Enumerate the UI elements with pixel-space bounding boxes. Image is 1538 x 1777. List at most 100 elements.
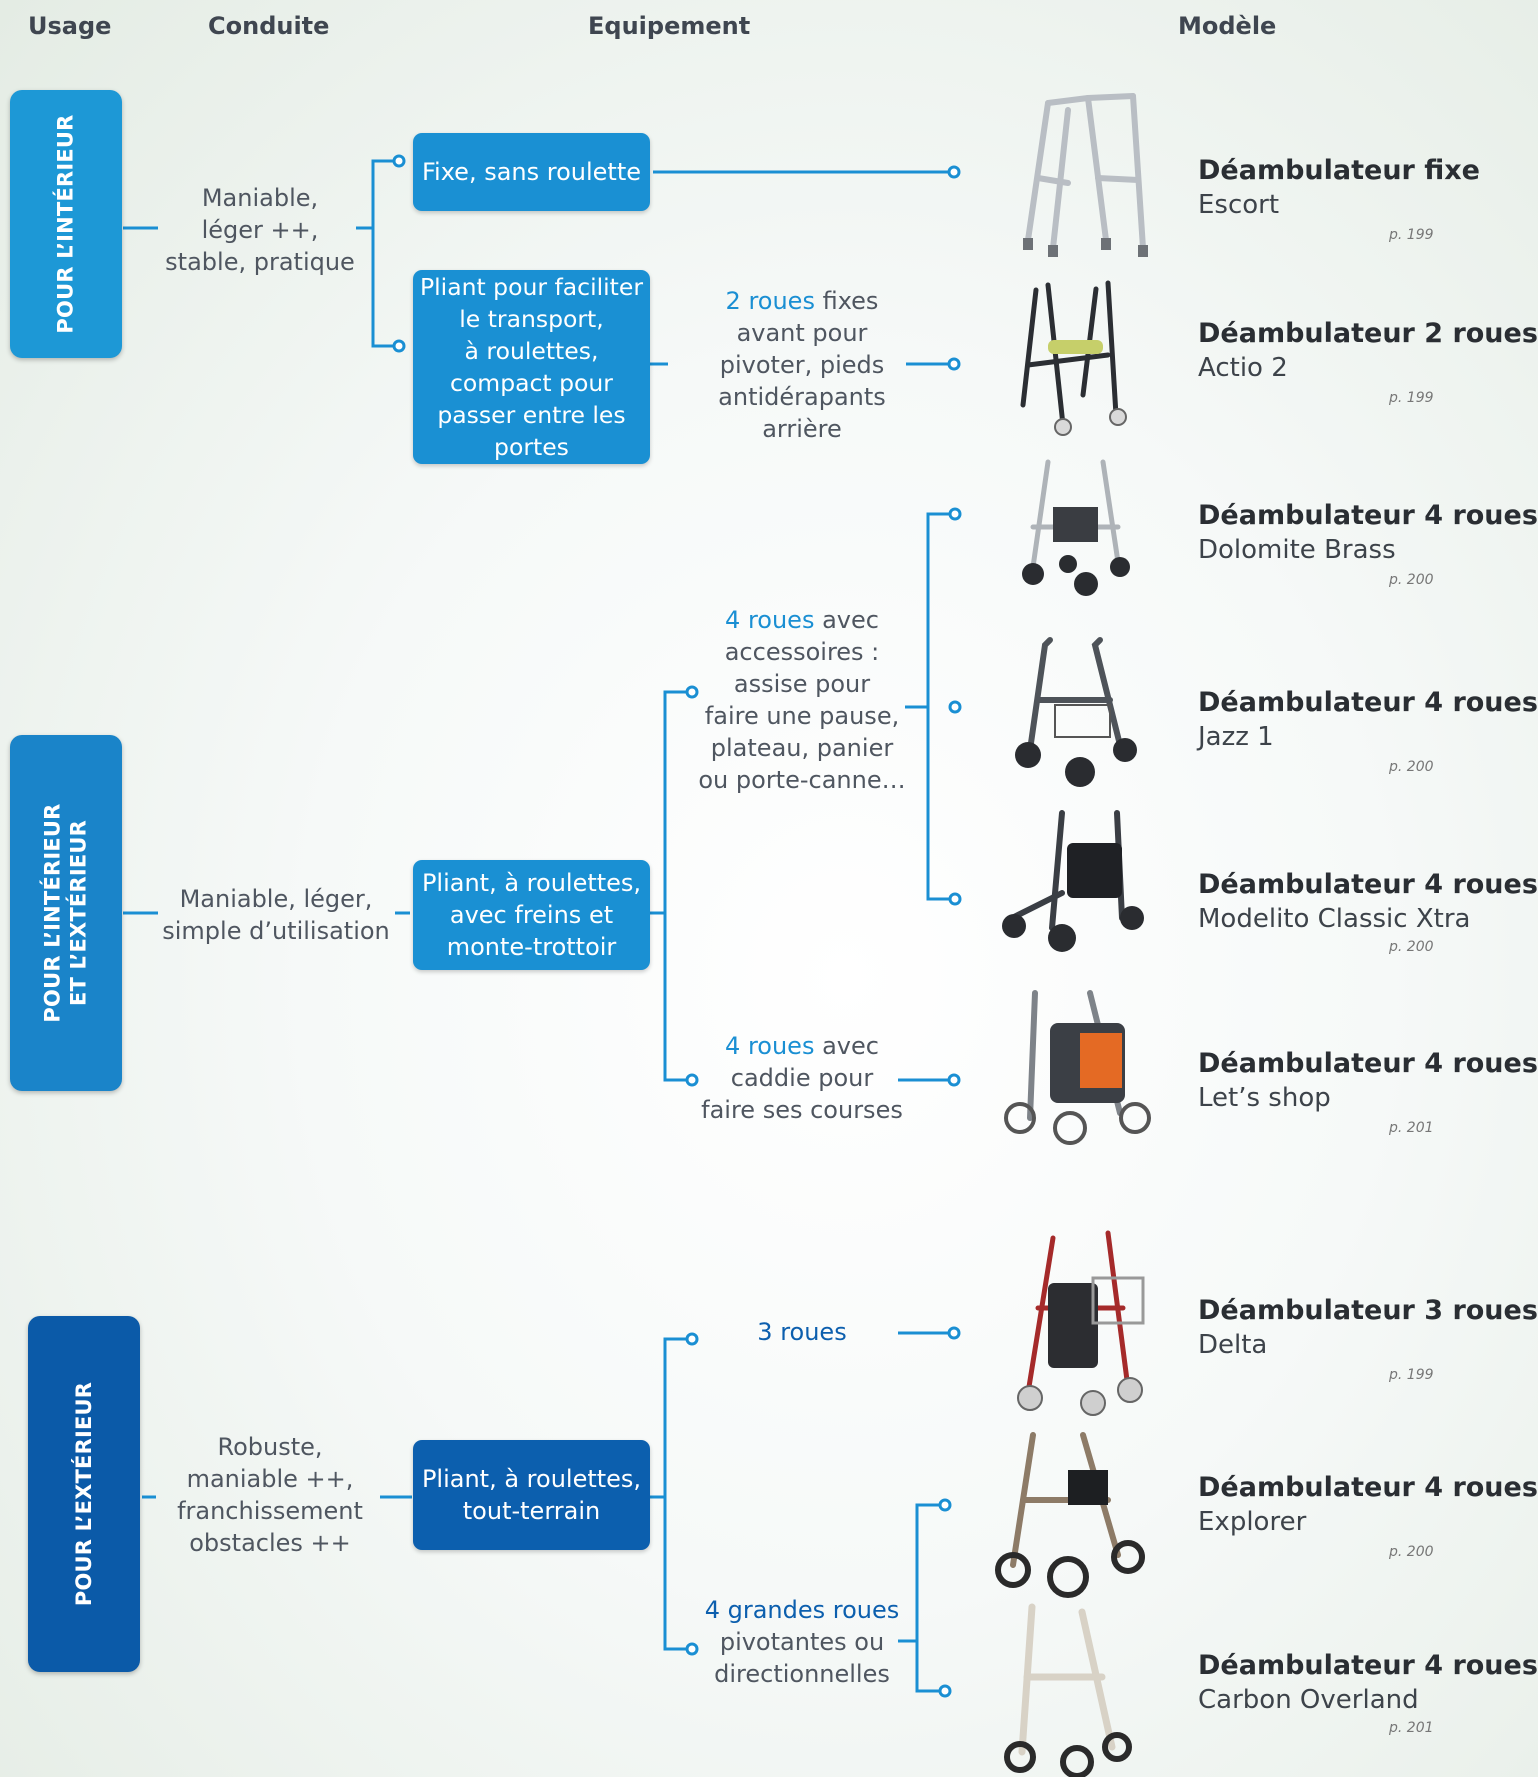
equipement-text: avec bbox=[814, 1032, 879, 1060]
equipement-text: faire une pause, bbox=[704, 702, 900, 730]
model-page: p. 200 bbox=[1389, 572, 1434, 588]
equipement-highlight: 3 roues bbox=[757, 1318, 847, 1346]
model-title: Déambulateur 4 roues bbox=[1198, 869, 1538, 900]
equipement-text: ou porte-canne… bbox=[698, 766, 906, 794]
conduite-line: Robuste, bbox=[217, 1433, 323, 1461]
usage-interieur-exterieur-label: POUR L’INTÉRIEUR ET L’EXTÉRIEUR bbox=[40, 803, 92, 1022]
model-title: Déambulateur fixe bbox=[1198, 155, 1480, 186]
equipement-highlight: 4 grandes roues bbox=[704, 1596, 900, 1624]
model-delta: Déambulateur 3 roues Delta p. 199 bbox=[1198, 1294, 1538, 1383]
model-lets-shop: Déambulateur 4 roues Let’s shop p. 201 bbox=[1198, 1047, 1538, 1136]
header-usage: Usage bbox=[28, 12, 112, 40]
equipement-text: arrière bbox=[762, 415, 842, 443]
box-line: Pliant pour faciliter bbox=[419, 273, 644, 301]
model-page: p. 199 bbox=[1389, 1367, 1434, 1383]
equipement-text: caddie pour bbox=[730, 1064, 874, 1092]
conduite-line: Maniable, léger, bbox=[179, 885, 373, 913]
equipement-highlight: 4 roues bbox=[725, 606, 815, 634]
conduite-line: obstacles ++ bbox=[189, 1529, 351, 1557]
box-line: portes bbox=[494, 433, 569, 461]
usage-interieur-label: POUR L’INTÉRIEUR bbox=[54, 114, 78, 334]
box-pliant-exterieur: Pliant, à roulettes, tout-terrain bbox=[413, 1440, 650, 1550]
header-equipement: Equipement bbox=[588, 12, 751, 40]
usage-exterieur-label: POUR L’EXTÉRIEUR bbox=[72, 1381, 97, 1607]
model-name: Carbon Overland bbox=[1198, 1685, 1419, 1715]
walker-fixe-image bbox=[1023, 93, 1148, 257]
model-jazz-1: Déambulateur 4 roues Jazz 1 p. 200 bbox=[1198, 686, 1538, 775]
model-page: p. 200 bbox=[1389, 1544, 1434, 1560]
equipement-text: avec bbox=[814, 606, 879, 634]
box-line: le transport, bbox=[459, 305, 604, 333]
box-line: avec freins et bbox=[449, 901, 614, 929]
conduite-exterieur: Robuste, maniable ++, franchissement obs… bbox=[160, 1431, 380, 1559]
box-line: Pliant, à roulettes, bbox=[421, 1465, 642, 1493]
box-line: Pliant, à roulettes, bbox=[421, 869, 642, 897]
equipement-text: directionnelles bbox=[714, 1660, 890, 1688]
equipement-text: plateau, panier bbox=[710, 734, 894, 762]
box-fixe: Fixe, sans roulette bbox=[413, 133, 650, 211]
model-dolomite-brass: Déambulateur 4 roues Dolomite Brass p. 2… bbox=[1198, 499, 1538, 588]
box-line: à roulettes, bbox=[464, 337, 599, 365]
model-page: p. 199 bbox=[1389, 390, 1434, 406]
usage-ie-line-1: POUR L’INTÉRIEUR bbox=[41, 803, 65, 1023]
walker-modelito-image bbox=[1002, 810, 1144, 952]
model-name: Let’s shop bbox=[1198, 1083, 1331, 1113]
box-pliant-interieur: Pliant pour faciliter le transport, à ro… bbox=[413, 270, 650, 464]
walker-jazz-image bbox=[1015, 637, 1137, 787]
model-name: Escort bbox=[1198, 190, 1280, 220]
equipement-text: pivotantes ou bbox=[719, 1628, 885, 1656]
box-fixe-label: Fixe, sans roulette bbox=[421, 158, 642, 186]
conduite-interieur: Maniable, léger ++, stable, pratique bbox=[160, 182, 360, 278]
walker-2-roues-image bbox=[1020, 280, 1127, 436]
conduite-line: maniable ++, bbox=[186, 1465, 354, 1493]
model-title: Déambulateur 4 roues bbox=[1198, 500, 1538, 531]
equipement-4-roues-accessoires: 4 roues avec accessoires : assise pour f… bbox=[690, 604, 914, 796]
model-title: Déambulateur 4 roues bbox=[1198, 1650, 1538, 1681]
usage-interieur-exterieur: POUR L’INTÉRIEUR ET L’EXTÉRIEUR bbox=[10, 735, 122, 1091]
header-conduite: Conduite bbox=[208, 12, 330, 40]
equipement-2-roues: 2 roues fixes avant pour pivoter, pieds … bbox=[670, 285, 934, 445]
conduite-line: simple d’utilisation bbox=[162, 917, 390, 945]
model-title: Déambulateur 4 roues bbox=[1198, 1048, 1538, 1079]
equipement-text: fixes bbox=[814, 287, 879, 315]
model-name: Jazz 1 bbox=[1198, 722, 1274, 752]
equipement-4-roues-caddie: 4 roues avec caddie pour faire ses cours… bbox=[690, 1030, 914, 1126]
equipement-text: avant pour bbox=[736, 319, 868, 347]
model-page: p. 199 bbox=[1389, 227, 1434, 243]
model-title: Déambulateur 3 roues bbox=[1198, 1295, 1538, 1326]
model-page: p. 201 bbox=[1389, 1120, 1434, 1136]
model-modelito-classic-xtra: Déambulateur 4 roues Modelito Classic Xt… bbox=[1198, 868, 1538, 955]
model-actio-2: Déambulateur 2 roues Actio 2 p. 199 bbox=[1198, 317, 1538, 406]
box-line: passer entre les bbox=[437, 401, 626, 429]
model-page: p. 200 bbox=[1389, 939, 1434, 955]
box-line: tout-terrain bbox=[462, 1497, 601, 1525]
equipement-text: assise pour bbox=[733, 670, 871, 698]
box-pliant-int-ext: Pliant, à roulettes, avec freins et mont… bbox=[413, 860, 650, 970]
conduite-int-ext: Maniable, léger, simple d’utilisation bbox=[158, 883, 394, 947]
usage-ie-line-2: ET L’EXTÉRIEUR bbox=[67, 819, 91, 1007]
model-name: Modelito Classic Xtra bbox=[1198, 904, 1471, 934]
walker-explorer-image bbox=[995, 1432, 1145, 1598]
model-title: Déambulateur 2 roues bbox=[1198, 318, 1538, 349]
model-name: Delta bbox=[1198, 1330, 1268, 1360]
model-escort: Déambulateur fixe Escort p. 199 bbox=[1198, 154, 1513, 243]
equipement-highlight: 4 roues bbox=[725, 1032, 815, 1060]
model-title: Déambulateur 4 roues bbox=[1198, 687, 1538, 718]
header-modele: Modèle bbox=[1178, 12, 1277, 40]
model-page: p. 200 bbox=[1389, 759, 1434, 775]
model-name: Dolomite Brass bbox=[1198, 535, 1396, 565]
model-name: Explorer bbox=[1198, 1507, 1307, 1537]
equipement-text: accessoires : bbox=[724, 638, 880, 666]
equipement-highlight: 2 roues bbox=[725, 287, 815, 315]
equipement-text: antidérapants bbox=[718, 383, 886, 411]
conduite-line: Maniable, bbox=[201, 184, 319, 212]
usage-exterieur: POUR L’EXTÉRIEUR bbox=[28, 1316, 140, 1672]
walker-delta-image bbox=[1017, 1230, 1145, 1416]
equipement-text: pivoter, pieds bbox=[719, 351, 885, 379]
box-line: compact pour bbox=[450, 369, 613, 397]
model-page: p. 201 bbox=[1389, 1720, 1434, 1736]
box-line: monte-trottoir bbox=[446, 933, 617, 961]
model-carbon-overland: Déambulateur 4 roues Carbon Overland p. … bbox=[1198, 1649, 1538, 1736]
usage-interieur: POUR L’INTÉRIEUR bbox=[10, 90, 122, 358]
